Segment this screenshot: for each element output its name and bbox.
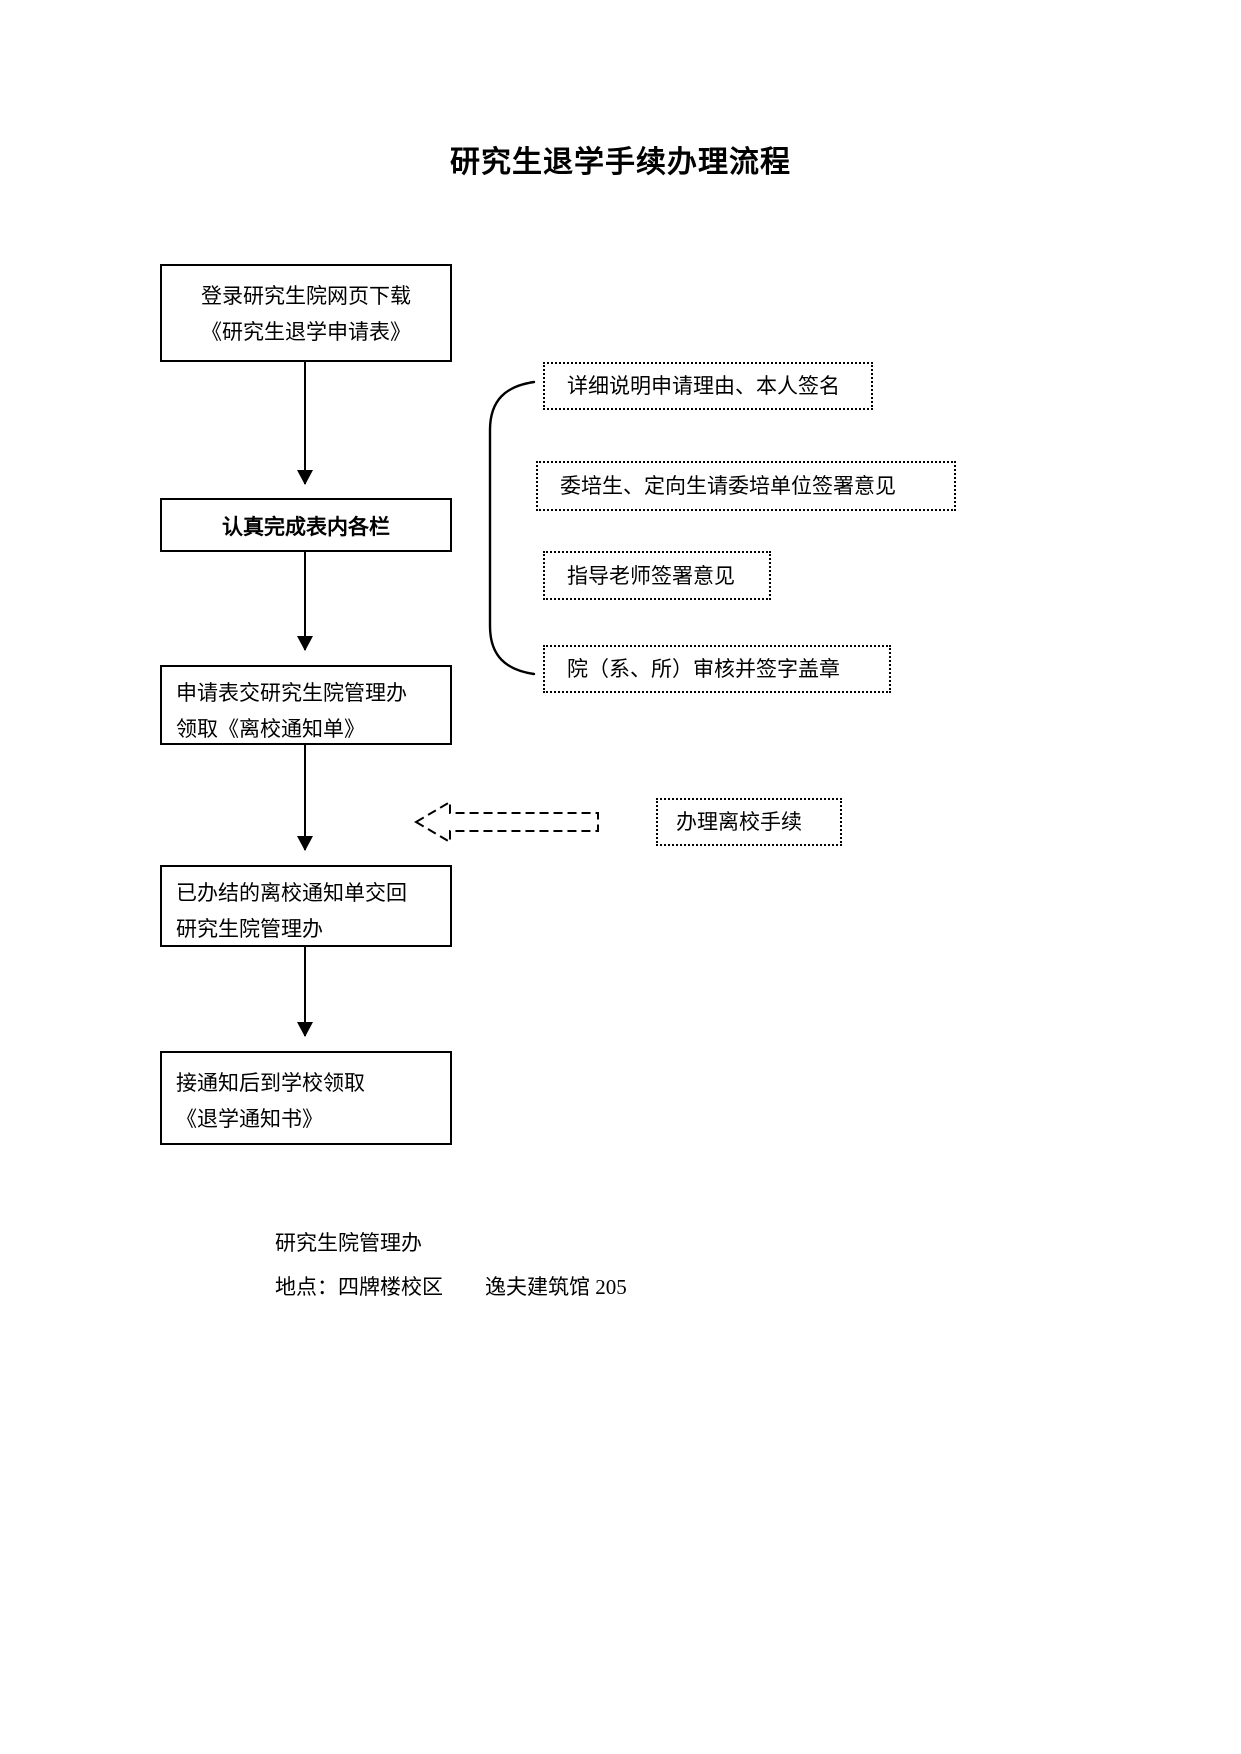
- footer-address: 地点：四牌楼校区 逸夫建筑馆 205: [275, 1275, 627, 1299]
- connector-arrow-3: [297, 745, 313, 851]
- flow-node-submit-form: 申请表交研究生院管理办 领取《离校通知单》: [160, 665, 452, 745]
- requirement-box-advisor-opinion-label: 指导老师签署意见: [567, 563, 735, 588]
- page-title: 研究生退学手续办理流程: [450, 146, 791, 179]
- flow-node-receive-withdrawal-notice-line2: 《退学通知书》: [176, 1107, 323, 1131]
- flow-node-return-clearance: 已办结的离校通知单交回 研究生院管理办: [160, 865, 452, 947]
- connector-arrow-4: [297, 947, 313, 1037]
- footer-office-name: 研究生院管理办: [275, 1231, 422, 1255]
- requirement-box-sponsor-opinion: 委培生、定向生请委培单位签署意见: [536, 461, 956, 511]
- flow-node-submit-form-line1: 申请表交研究生院管理办: [176, 681, 407, 705]
- flow-node-return-clearance-line1: 已办结的离校通知单交回: [176, 881, 407, 905]
- flow-node-download-form-line2: 《研究生退学申请表》: [201, 320, 411, 344]
- flow-node-fill-form: 认真完成表内各栏: [160, 498, 452, 552]
- flow-node-download-form-line1: 登录研究生院网页下载: [201, 284, 411, 308]
- requirement-box-sponsor-opinion-label: 委培生、定向生请委培单位签署意见: [560, 474, 896, 498]
- requirement-box-department-review: 院（系、所）审核并签字盖章: [543, 645, 891, 693]
- curly-brace-icon: [476, 378, 536, 678]
- flow-node-fill-form-line1: 认真完成表内各栏: [222, 515, 390, 539]
- flow-node-receive-withdrawal-notice-line1: 接通知后到学校领取: [176, 1071, 365, 1095]
- flow-node-return-clearance-line2: 研究生院管理办: [176, 917, 323, 941]
- note-box-leave-school-procedures: 办理离校手续: [656, 798, 842, 846]
- note-box-leave-school-procedures-label: 办理离校手续: [676, 810, 802, 834]
- flow-node-submit-form-line2: 领取《离校通知单》: [176, 717, 365, 741]
- requirement-box-department-review-label: 院（系、所）审核并签字盖章: [567, 657, 840, 681]
- requirement-box-reason-signature: 详细说明申请理由、本人签名: [543, 362, 873, 410]
- flow-node-download-form: 登录研究生院网页下载 《研究生退学申请表》: [160, 264, 452, 362]
- connector-arrow-2: [297, 552, 313, 651]
- dashed-block-arrow-left-icon: [412, 796, 600, 848]
- requirement-box-reason-signature-label: 详细说明申请理由、本人签名: [567, 374, 840, 398]
- connector-arrow-1: [297, 362, 313, 485]
- flow-node-receive-withdrawal-notice: 接通知后到学校领取 《退学通知书》: [160, 1051, 452, 1145]
- requirement-box-advisor-opinion: 指导老师签署意见: [543, 551, 771, 600]
